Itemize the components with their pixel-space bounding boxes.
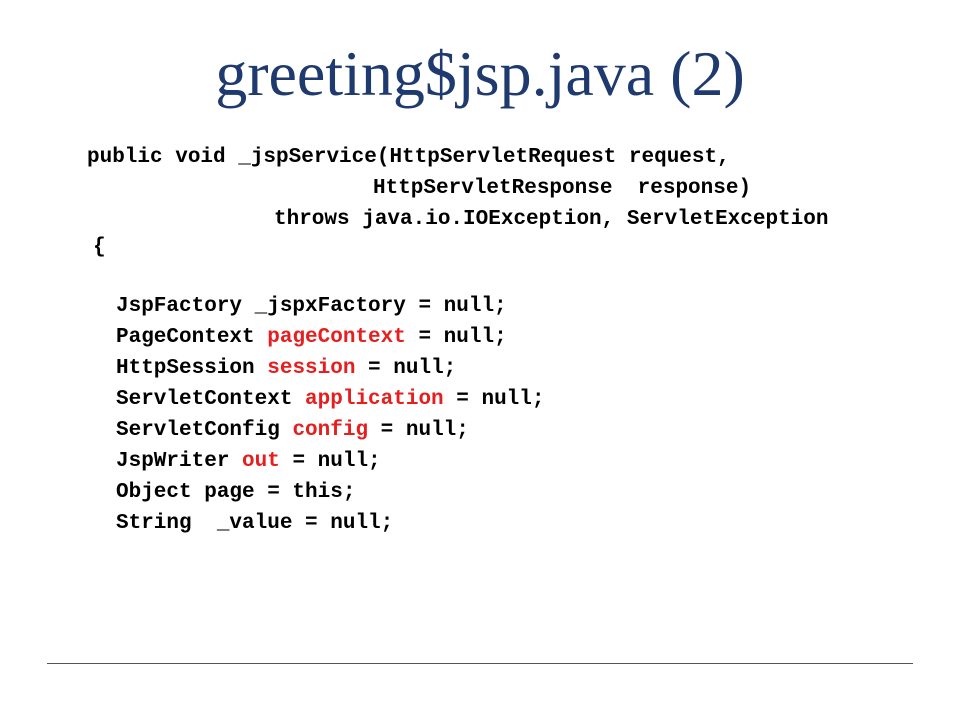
type-name: HttpSession [116,357,268,380]
code-line-signature-1: public void _jspService(HttpServletReque… [87,146,730,169]
assignment: = null; [405,326,507,349]
code-line-decl-out: JspWriter out = null; [116,447,381,477]
type-name: ServletConfig [116,419,293,442]
code-line-decl-page: Object page = this; [116,481,356,504]
code-line-decl-value: String _value = null; [116,512,394,535]
implicit-object-name: config [292,419,369,442]
assignment: = null; [355,357,457,380]
type-name: JspWriter [116,450,243,473]
type-name: PageContext [116,326,268,349]
assignment: = null; [443,388,545,411]
implicit-object-name: out [242,450,280,473]
code-line-signature-3: throws java.io.IOException, ServletExcep… [274,208,829,231]
assignment: = null; [368,419,469,442]
code-line-decl-application: ServletContext application = null; [116,385,544,415]
type-name: ServletContext [116,388,306,411]
code-line-decl-config: ServletConfig config = null; [116,416,469,446]
assignment: = null; [279,450,381,473]
code-line-decl-session: HttpSession session = null; [116,354,456,384]
implicit-object-name: application [305,388,444,411]
code-line-decl-pagecontext: PageContext pageContext = null; [116,323,507,353]
code-line-open-brace: { [93,236,106,259]
implicit-object-name: session [267,357,356,380]
code-line-signature-2: HttpServletResponse response) [373,177,752,200]
slide-title: greeting$jsp.java (2) [215,38,745,109]
implicit-object-name: pageContext [267,326,406,349]
footer-divider [47,663,913,664]
code-line-decl-jspfactory: JspFactory _jspxFactory = null; [116,295,507,318]
